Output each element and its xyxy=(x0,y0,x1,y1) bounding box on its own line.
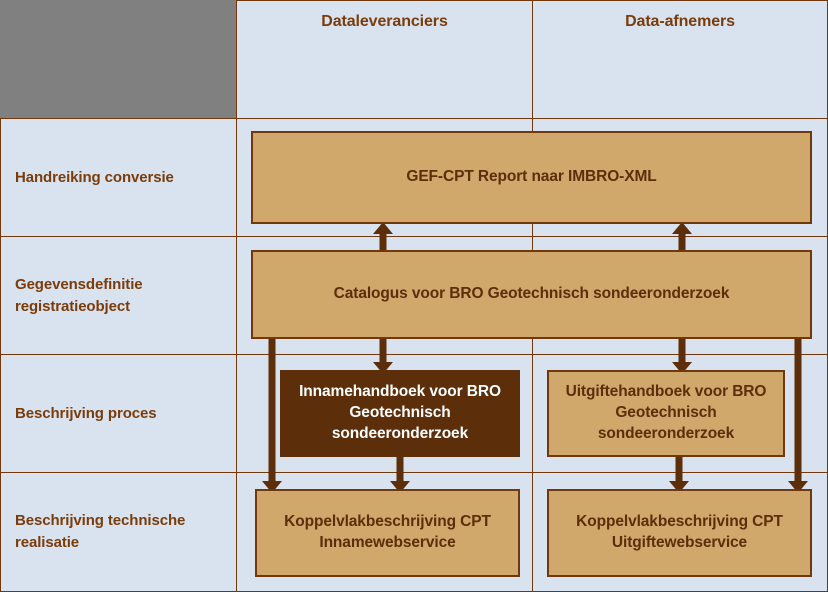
row-label-gegevensdefinitie-registratieobject: Gegevensdefinitie registratieobject xyxy=(0,236,237,355)
box-label: Uitgiftehandboek voor BRO Geotechnisch s… xyxy=(565,383,767,442)
arrow-shaft xyxy=(675,456,683,482)
box-label: Koppelvlakbeschrijving CPT Uitgiftewebse… xyxy=(576,513,783,551)
arrow-shaft xyxy=(379,338,387,363)
column-header-data-afnemers: Data-afnemers xyxy=(532,0,828,119)
row-label-text: Handreiking conversie xyxy=(15,168,174,186)
arrow-catalogus-to-koppelvlak-inname xyxy=(262,338,282,493)
box-label: Catalogus voor BRO Geotechnisch sondeero… xyxy=(333,285,730,303)
box-catalogus-bro[interactable]: Catalogus voor BRO Geotechnisch sondeero… xyxy=(251,250,812,339)
box-uitgiftehandboek[interactable]: Uitgiftehandboek voor BRO Geotechnisch s… xyxy=(547,370,785,457)
row-label-handreiking-conversie: Handreiking conversie xyxy=(0,118,237,237)
column-header-label: Data-afnemers xyxy=(625,13,735,30)
box-label: Koppelvlakbeschrijving CPT Innamewebserv… xyxy=(284,513,491,551)
arrow-catalogus-to-gefcpt-right xyxy=(672,222,692,256)
box-koppelvlak-uitgifte[interactable]: Koppelvlakbeschrijving CPT Uitgiftewebse… xyxy=(547,489,812,577)
arrow-shaft xyxy=(268,338,276,482)
arrow-shaft xyxy=(678,233,686,256)
box-label: Innamehandboek voor BRO Geotechnisch son… xyxy=(299,383,501,442)
arrow-catalogus-to-innamehandboek xyxy=(373,338,393,374)
arrow-shaft xyxy=(396,456,404,482)
row-label-text: Beschrijving proces xyxy=(15,404,157,422)
column-header-label: Dataleveranciers xyxy=(321,13,448,30)
row-label-text: Beschrijving technische realisatie xyxy=(15,512,186,551)
row-label-beschrijving-technische-realisatie: Beschrijving technische realisatie xyxy=(0,472,237,592)
arrow-catalogus-to-uitgiftehandboek xyxy=(672,338,692,374)
arrow-catalogus-to-gefcpt-left xyxy=(373,222,393,256)
row-label-text: Gegevensdefinitie registratieobject xyxy=(15,275,143,315)
arrow-innamehandboek-to-koppelvlak xyxy=(390,456,410,493)
arrow-head xyxy=(672,222,692,234)
arrow-head xyxy=(373,222,393,234)
arrow-catalogus-to-koppelvlak-uitgifte xyxy=(788,338,808,493)
row-label-beschrijving-proces: Beschrijving proces xyxy=(0,354,237,473)
box-label: GEF-CPT Report naar IMBRO-XML xyxy=(406,168,657,186)
grid-corner-cell xyxy=(0,0,237,119)
arrow-uitgiftehandboek-to-koppelvlak xyxy=(669,456,689,493)
column-header-dataleveranciers: Dataleveranciers xyxy=(236,0,533,119)
box-koppelvlak-inname[interactable]: Koppelvlakbeschrijving CPT Innamewebserv… xyxy=(255,489,520,577)
arrow-shaft xyxy=(678,338,686,363)
box-innamehandboek[interactable]: Innamehandboek voor BRO Geotechnisch son… xyxy=(280,370,520,457)
arrow-shaft xyxy=(794,338,802,482)
arrow-shaft xyxy=(379,233,387,256)
box-gef-cpt-report[interactable]: GEF-CPT Report naar IMBRO-XML xyxy=(251,131,812,224)
